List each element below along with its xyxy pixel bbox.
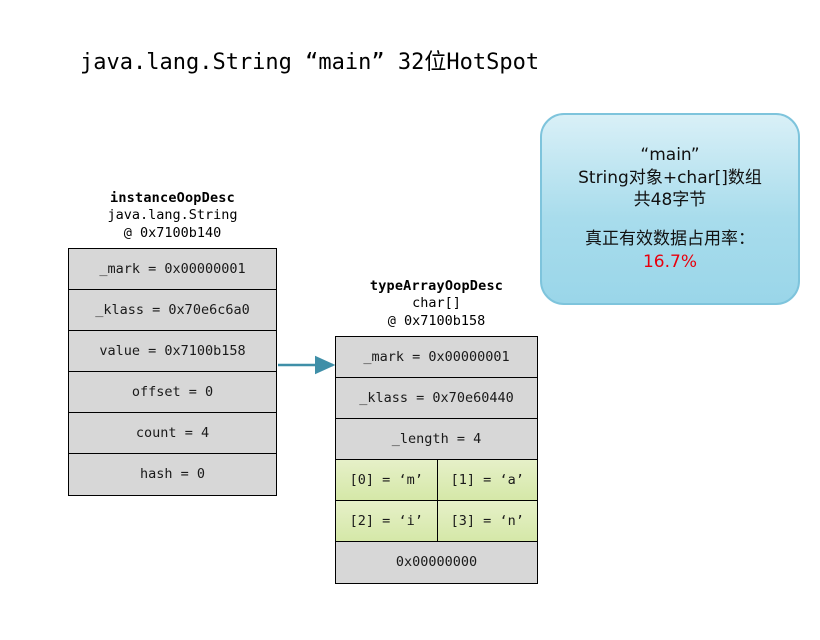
char-array-table: _mark = 0x00000001 _klass = 0x70e60440 _… (335, 335, 538, 584)
table-row: [0] = ‘m’ [1] = ‘a’ (336, 459, 537, 501)
callout-efficiency-percent: 16.7% (642, 252, 697, 273)
array-element-0: [0] = ‘m’ (336, 459, 437, 500)
field-count: count = 4 (135, 424, 210, 441)
array-field-length: _length = 4 (391, 430, 482, 447)
table-row: count = 4 (69, 412, 276, 454)
table-row: _length = 4 (336, 418, 537, 460)
table-row: hash = 0 (69, 453, 276, 495)
array-field-klass: _klass = 0x70e60440 (359, 389, 514, 406)
string-object-caption: instanceOopDesc java.lang.String @ 0x710… (68, 190, 277, 242)
char-array-caption: typeArrayOopDesc char[] @ 0x7100b158 (335, 278, 538, 330)
char-array-type-label: typeArrayOopDesc (369, 278, 504, 294)
table-row: offset = 0 (69, 371, 276, 413)
array-element-2: [2] = ‘i’ (336, 500, 437, 541)
table-row: _klass = 0x70e60440 (336, 377, 537, 419)
table-row: _mark = 0x00000001 (336, 336, 537, 378)
array-element-1: [1] = ‘a’ (436, 459, 537, 500)
char-array-block: typeArrayOopDesc char[] @ 0x7100b158 _ma… (335, 278, 538, 584)
field-mark: _mark = 0x00000001 (99, 260, 246, 277)
table-row: 0x00000000 (336, 541, 537, 583)
page-title: java.lang.String “main” 32位HotSpot (80, 50, 540, 75)
table-row: [2] = ‘i’ [3] = ‘n’ (336, 500, 537, 542)
char-array-address-label: @ 0x7100b158 (387, 312, 486, 329)
callout-efficiency-label: 真正有效数据占用率： (585, 228, 755, 249)
string-object-type-label: instanceOopDesc (110, 190, 235, 206)
callout-composition: String对象+char[]数组 (578, 167, 762, 188)
field-klass: _klass = 0x70e6c6a0 (95, 301, 250, 318)
table-row: value = 0x7100b158 (69, 330, 276, 372)
string-object-address-label: @ 0x7100b140 (123, 224, 222, 241)
field-value: value = 0x7100b158 (99, 342, 246, 359)
string-object-class-label: java.lang.String (107, 207, 238, 224)
summary-callout: “main” String对象+char[]数组 共48字节 真正有效数据占用率… (540, 113, 800, 305)
field-hash: hash = 0 (139, 466, 206, 483)
string-object-block: instanceOopDesc java.lang.String @ 0x710… (68, 190, 277, 496)
callout-string-literal: “main” (640, 144, 700, 165)
array-element-3: [3] = ‘n’ (436, 500, 537, 541)
table-row: _klass = 0x70e6c6a0 (69, 289, 276, 331)
string-object-table: _mark = 0x00000001 _klass = 0x70e6c6a0 v… (68, 247, 277, 496)
array-field-mark: _mark = 0x00000001 (363, 348, 510, 365)
char-array-class-label: char[] (412, 295, 461, 312)
table-row: _mark = 0x00000001 (69, 248, 276, 290)
field-offset: offset = 0 (131, 383, 214, 400)
array-padding-word: 0x00000000 (395, 554, 478, 571)
callout-total-bytes: 共48字节 (633, 190, 707, 211)
